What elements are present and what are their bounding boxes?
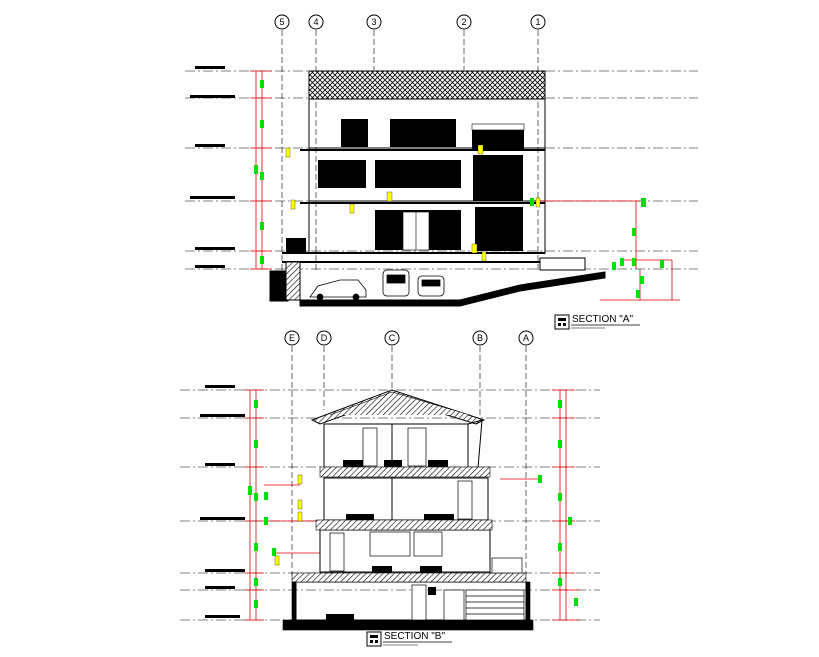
section-a-cars	[309, 269, 445, 301]
section-a-green-markers-right	[530, 198, 664, 298]
section-a-yellow-markers	[285, 144, 541, 262]
section-b-grid-bubbles: E D C B A	[284, 330, 534, 346]
grid-bubble-2	[456, 14, 472, 30]
section-b-level-markers	[200, 385, 245, 618]
section-b-title: SECTION "B"	[384, 631, 445, 642]
grid-bubble-c	[384, 330, 400, 346]
grid-label-d: D	[321, 333, 328, 343]
grid-bubble-5	[274, 14, 290, 30]
section-b-furniture	[326, 460, 454, 620]
grid-label-b: B	[477, 333, 483, 343]
section-b-dimensions-right	[500, 389, 580, 621]
roof-parapet	[308, 70, 546, 100]
section-a-grid-bubbles: 5 4 3 2 1	[274, 14, 546, 30]
building-a-slabs	[282, 149, 545, 254]
building-a-openings	[286, 119, 524, 254]
grid-label-c: C	[389, 333, 396, 343]
building-a-window-frames	[402, 123, 525, 251]
grid-label-5: 5	[279, 17, 284, 27]
grid-bubble-b	[472, 330, 488, 346]
section-b-grid-axes	[291, 346, 527, 575]
section-a-dimensions-left	[250, 70, 272, 270]
section-b-yellow-markers	[274, 474, 303, 566]
section-a-title: SECTION "A"	[572, 314, 633, 325]
grid-bubble-a	[518, 330, 534, 346]
section-b-green-markers	[248, 400, 578, 608]
section-a: 5 4 3 2 1	[185, 14, 698, 330]
grid-label-a: A	[523, 333, 529, 343]
grid-label-2: 2	[461, 17, 466, 27]
section-b-title-block: SECTION "B"	[366, 631, 452, 647]
section-a-title-symbol	[554, 314, 570, 330]
grid-bubble-e	[284, 330, 300, 346]
section-b-title-symbol	[366, 631, 382, 647]
grid-bubble-3	[366, 14, 382, 30]
section-a-title-block: SECTION "A"	[554, 314, 640, 330]
grid-bubble-4	[308, 14, 324, 30]
section-a-basement	[269, 257, 606, 307]
section-b-doors	[329, 427, 525, 621]
grid-label-1: 1	[535, 17, 540, 27]
section-a-green-markers-left	[254, 80, 264, 264]
grid-label-3: 3	[371, 17, 376, 27]
section-b: E D C B A	[180, 330, 600, 647]
grid-bubble-d	[316, 330, 332, 346]
section-b-slabs	[282, 466, 534, 631]
section-a-level-markers	[190, 66, 235, 268]
grid-label-e: E	[289, 333, 295, 343]
grid-bubble-1	[530, 14, 546, 30]
grid-label-4: 4	[313, 17, 318, 27]
section-b-dimensions-left	[244, 389, 320, 621]
